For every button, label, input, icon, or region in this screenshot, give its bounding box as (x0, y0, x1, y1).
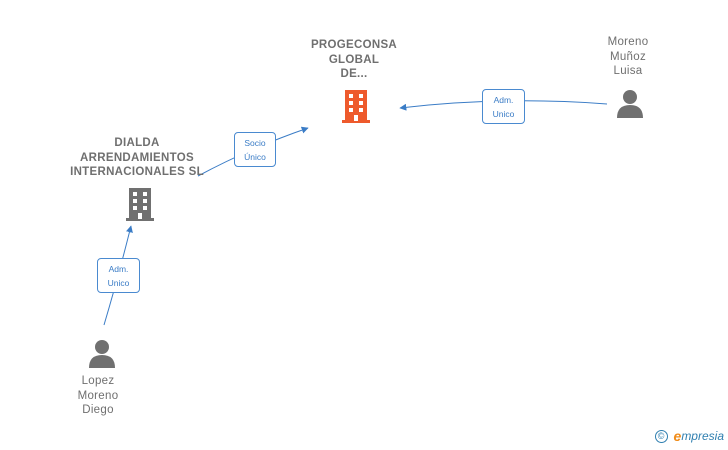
edge-label-line: Unico (492, 109, 515, 119)
label-line: GLOBAL (328, 53, 380, 66)
edge-label-dialda-progeconsa[interactable]: Socio Único (234, 132, 276, 167)
copyright-symbol: © (654, 429, 668, 443)
label-line: INTERNACIONALES SL (70, 166, 204, 178)
node-label-lopez[interactable]: Lopez Moreno Diego (58, 374, 138, 418)
node-label-moreno[interactable]: Moreno Muñoz Luisa (588, 35, 668, 79)
label-line: Moreno (77, 389, 119, 402)
label-line: ARRENDAMIENTOS (80, 151, 194, 164)
label-line: Lopez (81, 375, 115, 387)
label-line: Moreno (607, 36, 649, 48)
label-line: DIALDA (114, 137, 160, 149)
edge-label-line: Unico (107, 278, 130, 288)
building-icon[interactable] (123, 186, 157, 222)
label-line: Muñoz (609, 50, 647, 63)
edge-label-lopez-dialda[interactable]: Adm. Unico (97, 258, 140, 293)
edge-label-line: Socio (244, 138, 266, 148)
label-line: Luisa (613, 65, 643, 77)
edge-label-line: Adm. (108, 264, 129, 274)
edge-label-line: Adm. (493, 95, 514, 105)
node-label-dialda[interactable]: DIALDA ARRENDAMIENTOS INTERNACIONALES SL (64, 136, 210, 180)
building-icon[interactable] (339, 88, 373, 124)
person-icon[interactable] (86, 338, 118, 370)
brand-logo-text: mpresia (681, 429, 724, 443)
label-line: DE... (340, 68, 368, 80)
label-line: Diego (82, 404, 114, 416)
person-icon[interactable] (614, 88, 646, 120)
edge-label-line: Único (244, 152, 266, 162)
edge-label-moreno-progeconsa[interactable]: Adm. Unico (482, 89, 525, 124)
brand-logo-initial: e (673, 428, 682, 444)
node-label-progeconsa[interactable]: PROGECONSA GLOBAL DE... (294, 38, 414, 82)
label-line: PROGECONSA (310, 39, 398, 51)
